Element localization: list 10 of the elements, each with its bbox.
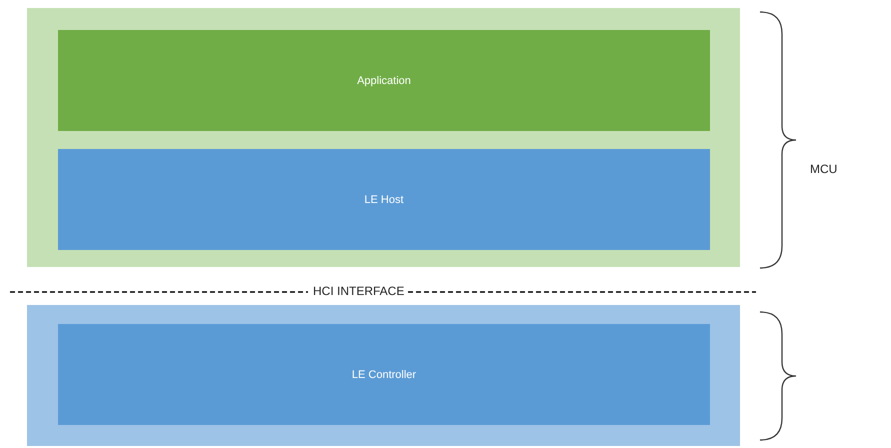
layer-panel — [27, 8, 740, 267]
brace-label: MCU — [810, 162, 838, 176]
block-label: Application — [357, 74, 411, 86]
layer-block — [58, 324, 710, 425]
layer-panel — [27, 305, 740, 446]
block-label: LE Host — [364, 194, 404, 206]
layer-block — [58, 149, 710, 250]
interface-label: HCI INTERFACE — [313, 284, 404, 298]
block-label: LE Controller — [352, 368, 416, 380]
layer-block — [58, 30, 710, 131]
